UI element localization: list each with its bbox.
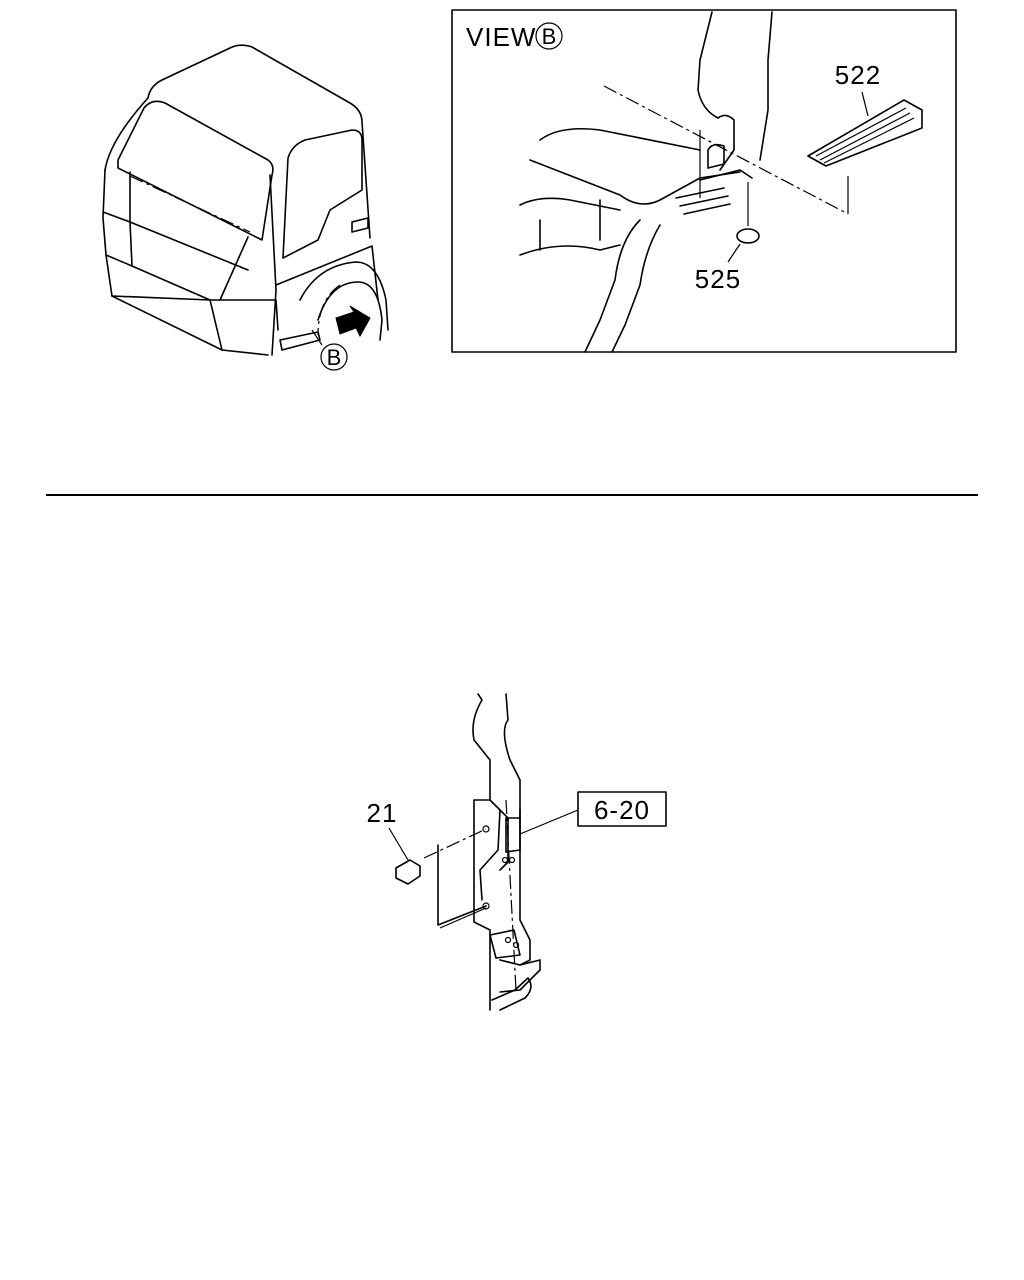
view-title: VIEW <box>466 22 536 52</box>
step-plate-522 <box>807 99 923 167</box>
truck-cab-illustration: B <box>102 44 389 371</box>
view-letter: B <box>542 24 557 49</box>
pillar-assembly: 21 6-20 <box>367 693 667 1011</box>
bolt-21 <box>395 859 421 885</box>
view-letter-circle <box>535 22 563 50</box>
ref-box-6-20 <box>577 791 667 827</box>
view-b-panel: VIEW B 522 525 <box>451 9 957 353</box>
label-525: 525 <box>695 264 741 294</box>
label-21: 21 <box>367 798 398 828</box>
callout-b-circle <box>320 343 348 371</box>
view-b-frame <box>451 9 957 353</box>
plug-525 <box>736 228 760 244</box>
ref-label-6-20: 6-20 <box>594 795 650 825</box>
callout-letter-b: B <box>327 345 342 370</box>
label-522: 522 <box>835 60 881 90</box>
